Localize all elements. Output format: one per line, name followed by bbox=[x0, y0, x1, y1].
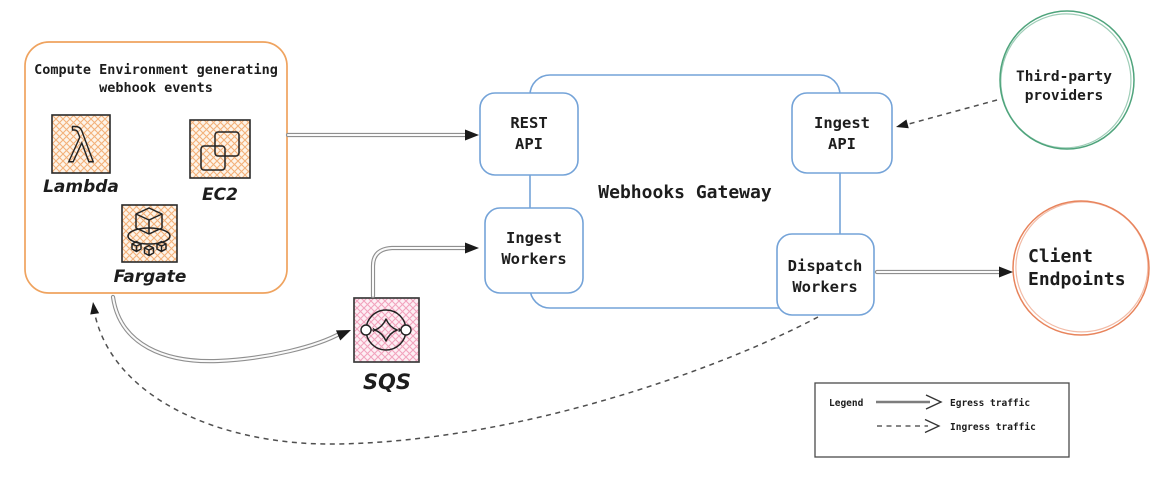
client-endpoints-label-line2: Endpoints bbox=[1028, 269, 1126, 290]
legend-ingress-label: Ingress traffic bbox=[950, 422, 1036, 433]
fargate-icon bbox=[121, 204, 178, 263]
ingest-workers-node: Ingest Workers bbox=[484, 207, 584, 294]
compute-title-line2: webhook events bbox=[99, 80, 213, 96]
compute-environment-border bbox=[24, 41, 288, 294]
client-endpoints-label-line1: Client bbox=[1028, 246, 1093, 267]
arrow-compute-to-sqs bbox=[110, 294, 351, 364]
lambda-glyph: λ bbox=[67, 119, 94, 173]
webhooks-gateway-box: Webhooks Gateway bbox=[529, 74, 841, 309]
third-party-label-line2: providers bbox=[1025, 88, 1104, 104]
dispatch-workers-label-line1: Dispatch bbox=[788, 257, 863, 275]
ingest-api-label-line2: API bbox=[828, 135, 856, 153]
arrow-dispatch-to-client bbox=[874, 266, 1013, 278]
ingest-workers-label-line1: Ingest bbox=[506, 229, 562, 247]
third-party-providers-circle: Third-party providers bbox=[999, 10, 1135, 150]
third-party-label-line1: Third-party bbox=[1016, 69, 1112, 85]
sqs-icon bbox=[353, 297, 420, 363]
dashed-arrow-dispatch-to-compute bbox=[90, 302, 819, 445]
legend-egress-arrow bbox=[876, 394, 943, 410]
webhooks-gateway-label: Webhooks Gateway bbox=[598, 182, 772, 203]
legend-title: Legend bbox=[829, 398, 864, 409]
dispatch-workers-node: Dispatch Workers bbox=[776, 233, 875, 316]
compute-title-line1: Compute Environment generating bbox=[34, 62, 278, 78]
legend-box: Legend Egress traffic Ingress traffic bbox=[814, 382, 1070, 458]
legend-ingress-arrow bbox=[877, 418, 941, 434]
webhooks-gateway-border bbox=[529, 74, 841, 309]
sqs-label: SQS bbox=[363, 370, 411, 394]
lambda-icon: λ bbox=[51, 114, 111, 174]
arrow-sqs-to-ingest-workers bbox=[370, 242, 479, 299]
ec2-icon bbox=[189, 119, 251, 179]
ingest-api-node: Ingest API bbox=[791, 92, 893, 174]
dispatch-workers-label-line2: Workers bbox=[792, 278, 857, 296]
client-endpoints-circle: Client Endpoints bbox=[1012, 200, 1150, 336]
lambda-label: Lambda bbox=[43, 177, 119, 197]
rest-api-label-line2: API bbox=[515, 135, 543, 153]
arrow-compute-to-rest-api bbox=[285, 129, 479, 141]
ingest-workers-label-line2: Workers bbox=[501, 250, 566, 268]
dashed-arrow-thirdparty-to-ingest-api bbox=[896, 99, 998, 129]
rest-api-node: REST API bbox=[479, 92, 579, 176]
legend-egress-label: Egress traffic bbox=[950, 398, 1030, 409]
compute-environment-box: Compute Environment generating webhook e… bbox=[24, 41, 288, 294]
ingest-api-label-line1: Ingest bbox=[814, 114, 870, 132]
rest-api-label-line1: REST bbox=[510, 114, 547, 132]
fargate-label: Fargate bbox=[114, 267, 187, 287]
ec2-label: EC2 bbox=[202, 185, 238, 205]
